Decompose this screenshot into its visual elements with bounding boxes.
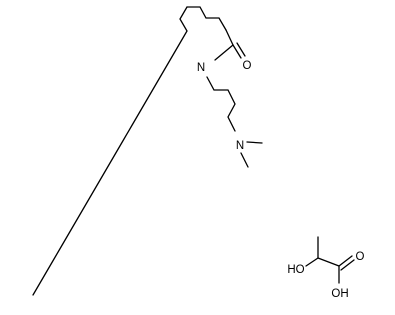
ho-c-bond bbox=[305, 257, 319, 267]
acid-hydroxyl-label: OH bbox=[331, 288, 348, 300]
carbonyl-oxygen-label: O bbox=[243, 60, 252, 72]
carbonyl-to-n bbox=[214, 44, 234, 61]
carboxyl-double-1 bbox=[338, 255, 353, 267]
amide-molecule: N O N bbox=[32, 6, 263, 296]
carbonyl-double-2 bbox=[236, 42, 246, 57]
c-chain-to-carbonyl bbox=[225, 29, 234, 46]
acyl-chain-long bbox=[32, 6, 188, 296]
acyl-chain-top bbox=[186, 6, 227, 31]
dimethylamino-nitrogen-label: N bbox=[236, 140, 244, 152]
carbonyl-double-1 bbox=[232, 44, 242, 59]
carboxyl-double-2 bbox=[340, 259, 355, 271]
n-methyl-1 bbox=[246, 141, 263, 144]
n-methyl-2 bbox=[240, 152, 249, 168]
amide-nitrogen-label: N bbox=[197, 62, 205, 74]
propyl-linker bbox=[206, 76, 236, 132]
carboxyl-oxygen-label: O bbox=[356, 251, 365, 263]
c-carboxyl-bond bbox=[317, 257, 340, 267]
lactic-acid-molecule: HO O OH bbox=[287, 236, 365, 300]
hydroxyl-label: HO bbox=[287, 264, 304, 276]
